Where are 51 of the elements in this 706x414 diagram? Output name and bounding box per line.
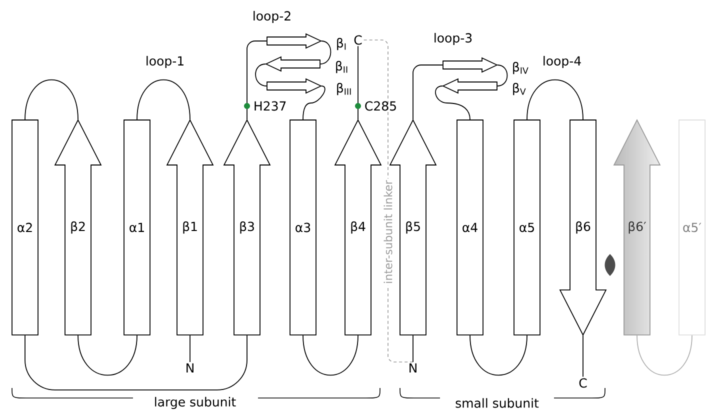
helix-box: α5	[514, 120, 540, 336]
loop-line	[412, 334, 414, 362]
node-label: β$_{V}$	[513, 82, 526, 96]
residue-label: H237	[254, 101, 286, 111]
beta-strand: β6	[559, 120, 607, 336]
terminus-label: C	[579, 378, 587, 388]
loop-line	[246, 40, 267, 120]
loop-line	[255, 64, 267, 86]
beta-strand: β$_{V}$	[442, 78, 526, 96]
subunit-label: small subunit	[454, 397, 540, 409]
loop-line	[24, 334, 248, 390]
helix-box: α1	[124, 120, 150, 336]
beta-strand: β2	[54, 119, 102, 336]
edge-label: inter-subunit linker	[382, 178, 394, 286]
helix-box: α5′	[678, 120, 706, 336]
loop-line	[412, 64, 443, 120]
beta-strand: β$_{II}$	[264, 56, 348, 74]
node-label: β$_{I}$	[337, 38, 346, 50]
beta-strand: β1	[166, 119, 214, 336]
beta-strand: β3	[223, 119, 271, 336]
loop-label: loop-1	[146, 56, 184, 68]
loop-line	[136, 79, 190, 120]
helix-box: α3	[290, 120, 316, 336]
loop-line	[302, 334, 358, 376]
loop-line	[320, 40, 332, 64]
loop-line	[526, 79, 584, 120]
loop-line	[302, 86, 326, 120]
residue-label: C285	[365, 101, 396, 111]
loop-label: loop-3	[434, 32, 472, 46]
loop-line	[435, 86, 470, 120]
beta-strand: β$_{I}$	[266, 33, 346, 50]
loop-label: loop-4	[544, 56, 581, 68]
node-label: β$_{II}$	[336, 60, 348, 74]
loop-line	[636, 334, 692, 376]
beta-strand: β6′	[613, 119, 661, 336]
beta-strand: β$_{III}$	[266, 78, 351, 96]
loop-line	[497, 64, 508, 86]
terminus-label: C	[354, 35, 362, 45]
terminus-label: N	[410, 363, 416, 373]
loop-line	[470, 334, 528, 376]
loop-label: loop-2	[254, 10, 290, 24]
helix-box: α2	[12, 120, 38, 336]
loop-line	[582, 334, 584, 378]
beta-strand: β$_{IV}$	[442, 57, 528, 74]
terminus-label: N	[186, 363, 194, 373]
loop-line	[78, 334, 138, 376]
helix-box: α4	[456, 120, 484, 336]
node-label: β$_{IV}$	[513, 62, 528, 74]
subunit-label: large subunit	[152, 396, 238, 410]
node-label: β$_{III}$	[337, 82, 351, 96]
loop-line	[24, 79, 78, 120]
